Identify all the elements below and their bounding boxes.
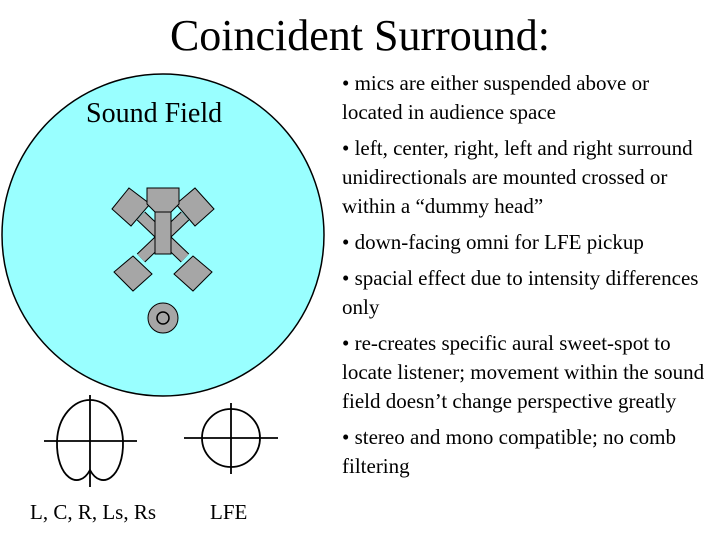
bullet-item: • left, center, right, left and right su… (342, 136, 693, 218)
mic-center-body-icon (154, 211, 172, 255)
cardioid-pattern-icon (44, 395, 137, 487)
omni-pattern-label: LFE (210, 500, 248, 524)
mic-right-surround-icon (173, 255, 213, 292)
mic-right-front-icon (175, 187, 215, 227)
lfe-omni-mic-inner-icon (156, 311, 170, 325)
bullet-list: • mics are either suspended above or loc… (342, 69, 714, 488)
bullet-item: • stereo and mono compatible; no comb fi… (342, 425, 676, 478)
cardioid-pattern-label: L, C, R, Ls, Rs (30, 500, 157, 524)
microphone-cluster (111, 187, 215, 292)
mic-left-surround-icon (113, 255, 153, 292)
mic-left-front-icon (111, 187, 151, 227)
lfe-omni-mic-outer-icon (147, 302, 179, 334)
bullet-item: • re-creates specific aural sweet-spot t… (342, 331, 705, 413)
mic-center-head-icon (146, 187, 180, 213)
slide-title: Coincident Surround: (169, 11, 551, 60)
omni-pattern-icon (184, 403, 278, 474)
bullet-item: • down-facing omni for LFE pickup (342, 230, 644, 254)
bullet-item: • spacial effect due to intensity differ… (342, 266, 699, 319)
bullet-item: • mics are either suspended above or loc… (342, 71, 650, 124)
sound-field-label: Sound Field (86, 98, 223, 129)
